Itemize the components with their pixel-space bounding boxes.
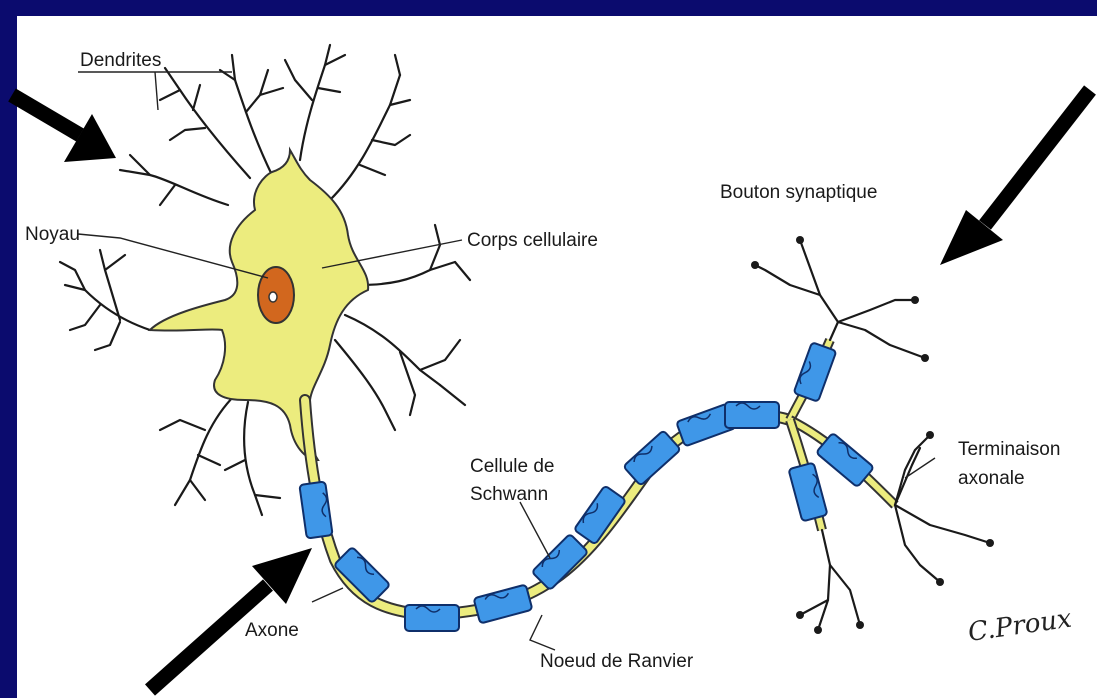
label-noeud-de-ranvier: Noeud de Ranvier — [540, 651, 694, 672]
label-noyau: Noyau — [25, 224, 80, 245]
pointer-arrows — [12, 90, 1090, 690]
signature: C.Proux — [966, 604, 1074, 648]
arrow-top-right — [940, 90, 1090, 265]
label-corps-cellulaire: Corps cellulaire — [467, 230, 598, 251]
cell-body — [150, 150, 368, 460]
synaptic-buttons — [751, 236, 994, 634]
label-bouton-synaptique: Bouton synaptique — [720, 182, 877, 203]
label-terminaison-2: axonale — [958, 468, 1025, 489]
label-terminaison-1: Terminaison — [958, 439, 1060, 460]
label-dendrites: Dendrites — [80, 50, 161, 71]
arrow-bottom-left — [150, 548, 312, 690]
myelin-sheaths — [299, 342, 874, 631]
label-axone: Axone — [245, 620, 299, 641]
nucleolus — [269, 292, 277, 302]
arrow-top-left — [12, 95, 116, 162]
label-cellule-1: Cellule de — [470, 456, 555, 477]
label-cellule-2: Schwann — [470, 484, 548, 505]
